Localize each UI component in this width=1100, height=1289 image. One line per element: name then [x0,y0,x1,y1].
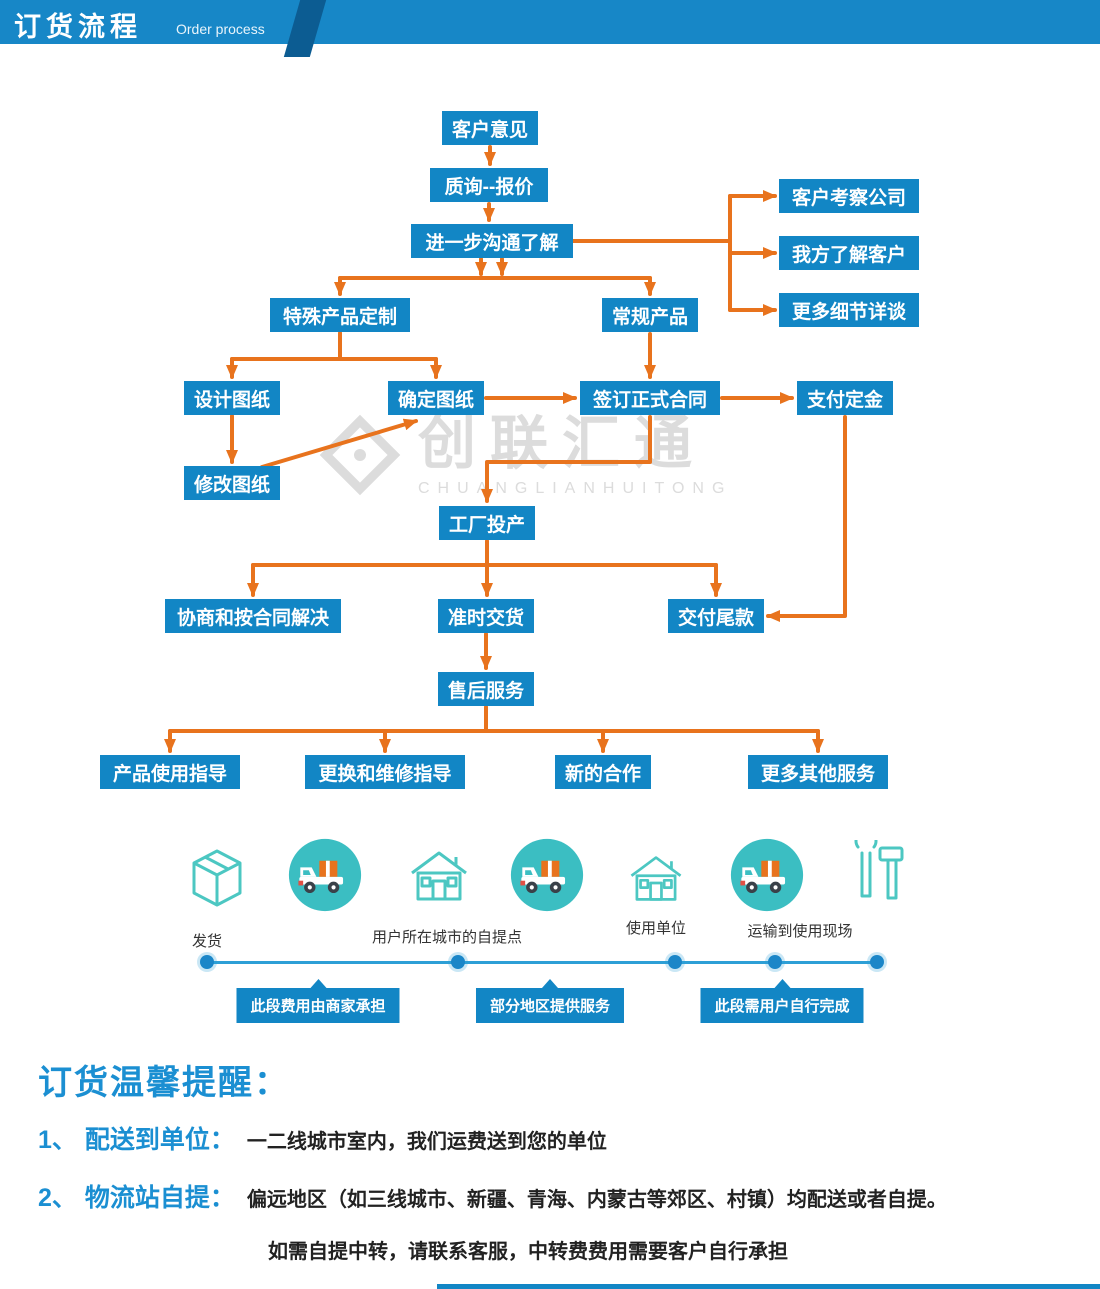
header-bar [0,0,1100,44]
flow-node-customer-visit: 客户考察公司 [779,179,919,213]
station-label-ship: 发货 [191,933,223,950]
brand-name-en: CHUANGLIANHUITONG [418,479,733,497]
brand-watermark: 创联汇通 CHUANGLIANHUITONG [318,412,732,498]
flow-node-regular-product: 常规产品 [602,298,698,332]
notice-item-text: 一二线城市室内，我们运费送到您的单位 [246,1131,607,1153]
timeline-dot [768,955,782,969]
station-label-user-unit: 使用单位 [625,920,687,937]
pickup-house-icon [406,847,472,910]
bottom-accent-bar [437,1284,1100,1289]
tools-icon [850,829,906,915]
flow-node-custom-product: 特殊产品定制 [270,298,410,332]
flow-node-pay-balance: 交付尾款 [668,599,764,633]
brand-name-zh: 创联汇通 [418,411,707,476]
notice-item-delivery: 1、 配送到单位： 一二线城市室内，我们运费送到您的单位 [38,1120,607,1156]
flow-node-further-communication: 进一步沟通了解 [411,224,573,258]
page-subtitle: Order process [176,21,265,37]
flow-node-new-cooperation: 新的合作 [555,755,651,789]
flow-node-inquiry-quote: 质询--报价 [430,168,548,202]
timeline-dot [870,955,884,969]
flow-node-design-drawing: 设计图纸 [184,381,280,415]
flow-node-confirm-drawing: 确定图纸 [388,381,484,415]
notice-footnote: 如需自提中转，请联系客服，中转费费用需要客户自行承担 [268,1241,788,1263]
flow-node-pay-deposit: 支付定金 [797,381,893,415]
delivery-truck-icon [287,837,363,918]
notice-item-number: 2、 [38,1184,77,1212]
notice-item-label: 物流站自提： [84,1184,235,1212]
flow-node-negotiate-resolve: 协商和按合同解决 [165,599,341,633]
station-label-transport: 运输到使用现场 [747,923,853,940]
timeline-dot [200,955,214,969]
notice-item-label: 配送到单位： [84,1126,235,1154]
delivery-truck-icon [729,837,805,918]
flow-node-sign-contract: 签订正式合同 [580,381,720,415]
station-label-pickup: 用户所在城市的自提点 [371,929,523,946]
user-unit-house-icon [626,852,686,910]
flow-node-factory-production: 工厂投产 [439,506,535,540]
notice-item-text: 偏远地区（如三线城市、新疆、青海、内蒙古等郊区、村镇）均配送或者自提。 [246,1189,947,1211]
timeline-line [207,961,877,964]
flow-node-more-services: 更多其他服务 [748,755,888,789]
segment-tag-merchant-cost: 此段费用由商家承担 [236,979,400,1023]
segment-tag-partial-service: 部分地区提供服务 [475,979,625,1023]
flow-node-more-details: 更多细节详谈 [779,293,919,327]
shipping-box-icon [186,845,248,916]
timeline-dot [451,955,465,969]
segment-tag-user-complete: 此段需用户自行完成 [700,979,864,1023]
flow-node-modify-drawing: 修改图纸 [184,466,280,500]
brand-name: 创联汇通 CHUANGLIANHUITONG [418,412,732,498]
flow-node-know-customer: 我方了解客户 [779,236,919,270]
page-title: 订货流程 [14,12,142,42]
flow-node-repair-guidance: 更换和维修指导 [305,755,465,789]
flow-node-after-sales: 售后服务 [438,672,534,706]
notice-title: 订货温馨提醒： [38,1064,290,1102]
brand-logo-icon [319,414,401,496]
flow-arrows [164,145,847,753]
flow-node-on-time-delivery: 准时交货 [438,599,534,633]
notice-item-number: 1、 [38,1126,77,1154]
timeline-dot [668,955,682,969]
notice-item-self-pickup: 2、 物流站自提： 偏远地区（如三线城市、新疆、青海、内蒙古等郊区、村镇）均配送… [38,1178,947,1214]
flow-node-customer-feedback: 客户意见 [442,111,538,145]
delivery-truck-icon [509,837,585,918]
flow-node-usage-guidance: 产品使用指导 [100,755,240,789]
